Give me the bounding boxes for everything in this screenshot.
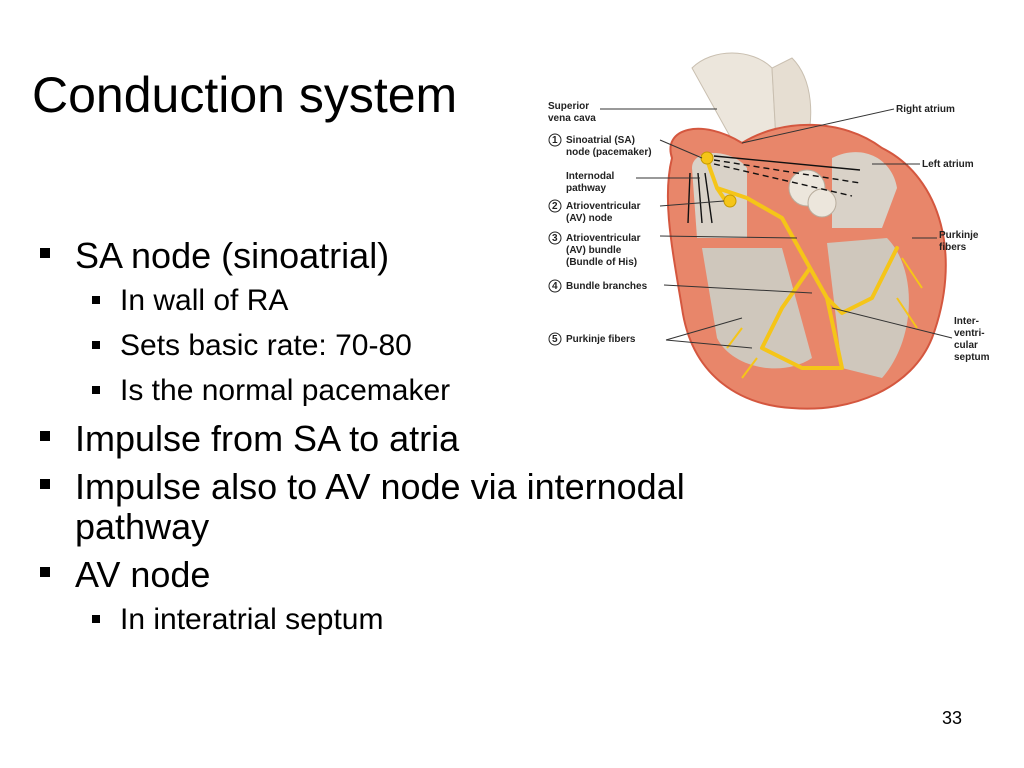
conduction-pathway [705, 158, 899, 370]
subbullet-marker [92, 296, 100, 304]
page-number: 33 [941, 708, 962, 728]
bullet-marker [40, 431, 50, 441]
leader-lines-left [600, 108, 813, 349]
bullet-av-node: AV node [40, 555, 860, 595]
subbullet-text: Is the normal pacemaker [120, 374, 451, 407]
valve-shape [807, 188, 837, 218]
label-num-5: 5 [552, 334, 558, 345]
number-badge [548, 332, 562, 346]
sa-node-shape [700, 151, 714, 165]
label-av-bundle: Atrioventricular [566, 233, 641, 244]
bullet-text-continued: pathway [75, 506, 210, 547]
number-badge [548, 199, 562, 213]
label-septum-2: ventri- [954, 328, 985, 339]
bullet-text: Impulse from SA to atria [75, 418, 460, 459]
label-purkinje-right: Purkinje [939, 230, 979, 241]
subbullet-marker [92, 341, 100, 349]
label-internodal: Internodal [566, 171, 615, 182]
label-septum: Inter- [954, 316, 979, 327]
subbullet-text: Sets basic rate: 70-80 [120, 329, 412, 362]
label-num-1: 1 [552, 135, 558, 146]
bullet-impulse-atria: Impulse from SA to atria [40, 419, 860, 459]
subbullet-marker [92, 386, 100, 394]
left-atrium-chamber [832, 152, 897, 228]
number-badge [548, 133, 562, 147]
label-sa-node: Sinoatrial (SA) [566, 135, 635, 146]
leader-lines-right [741, 108, 953, 339]
bullet-text: Impulse also to AV node via internodal [75, 466, 685, 507]
right-ventricle-chamber [702, 248, 812, 369]
label-superior-vena-cava-2: vena cava [548, 113, 596, 124]
label-right-atrium: Right atrium [896, 104, 955, 115]
bullet-text: SA node (sinoatrial) [75, 235, 390, 276]
label-num-3: 3 [552, 233, 558, 244]
bullet-list: SA node (sinoatrial) In wall of RA Sets … [40, 236, 860, 648]
subbullet-interatrial-septum: In interatrial septum [40, 603, 860, 637]
bullet-marker [40, 248, 50, 258]
label-internodal-2: pathway [566, 183, 606, 194]
label-septum-3: cular [954, 340, 978, 351]
bullet-marker [40, 567, 50, 577]
label-av-node-2: (AV) node [566, 213, 613, 224]
number-badge [548, 279, 562, 293]
heart-illustration: 1 2 3 4 5 Superior vena cava Sinoatrial … [548, 52, 990, 410]
subbullet-text: In interatrial septum [120, 603, 384, 636]
label-purkinje-right-2: fibers [939, 242, 967, 253]
heart-conduction-diagram: 1 2 3 4 5 Superior vena cava Sinoatrial … [542, 48, 1002, 416]
label-num-2: 2 [552, 201, 558, 212]
bullet-impulse-av-node: Impulse also to AV node via internodal p… [40, 467, 860, 547]
label-av-bundle-3: (Bundle of His) [566, 257, 637, 268]
subbullet-text: In wall of RA [120, 284, 289, 317]
label-bundle-branches: Bundle branches [566, 281, 648, 292]
label-purkinje-left: Purkinje fibers [566, 334, 636, 345]
subbullet-basic-rate: Sets basic rate: 70-80 [40, 329, 860, 363]
label-num-4: 4 [552, 281, 558, 292]
label-sa-node-2: node (pacemaker) [566, 147, 652, 158]
purkinje-fibers [726, 257, 923, 379]
label-av-bundle-2: (AV) bundle [566, 245, 622, 256]
label-superior-vena-cava: Superior [548, 101, 589, 112]
impulse-arrows [687, 155, 861, 224]
bullet-marker [40, 479, 50, 489]
bullet-sa-node: SA node (sinoatrial) [40, 236, 860, 276]
bullet-text: AV node [75, 554, 211, 595]
label-left-atrium: Left atrium [922, 159, 974, 170]
slide-title: Conduction system [32, 67, 458, 123]
subbullet-marker [92, 615, 100, 623]
label-av-node: Atrioventricular [566, 201, 641, 212]
subbullet-normal-pacemaker: Is the normal pacemaker [40, 374, 860, 408]
left-ventricle-chamber [827, 238, 909, 378]
av-node-shape [723, 194, 737, 208]
number-badge [548, 231, 562, 245]
subbullet-wall-of-ra: In wall of RA [40, 284, 860, 318]
label-septum-4: septum [954, 352, 990, 363]
